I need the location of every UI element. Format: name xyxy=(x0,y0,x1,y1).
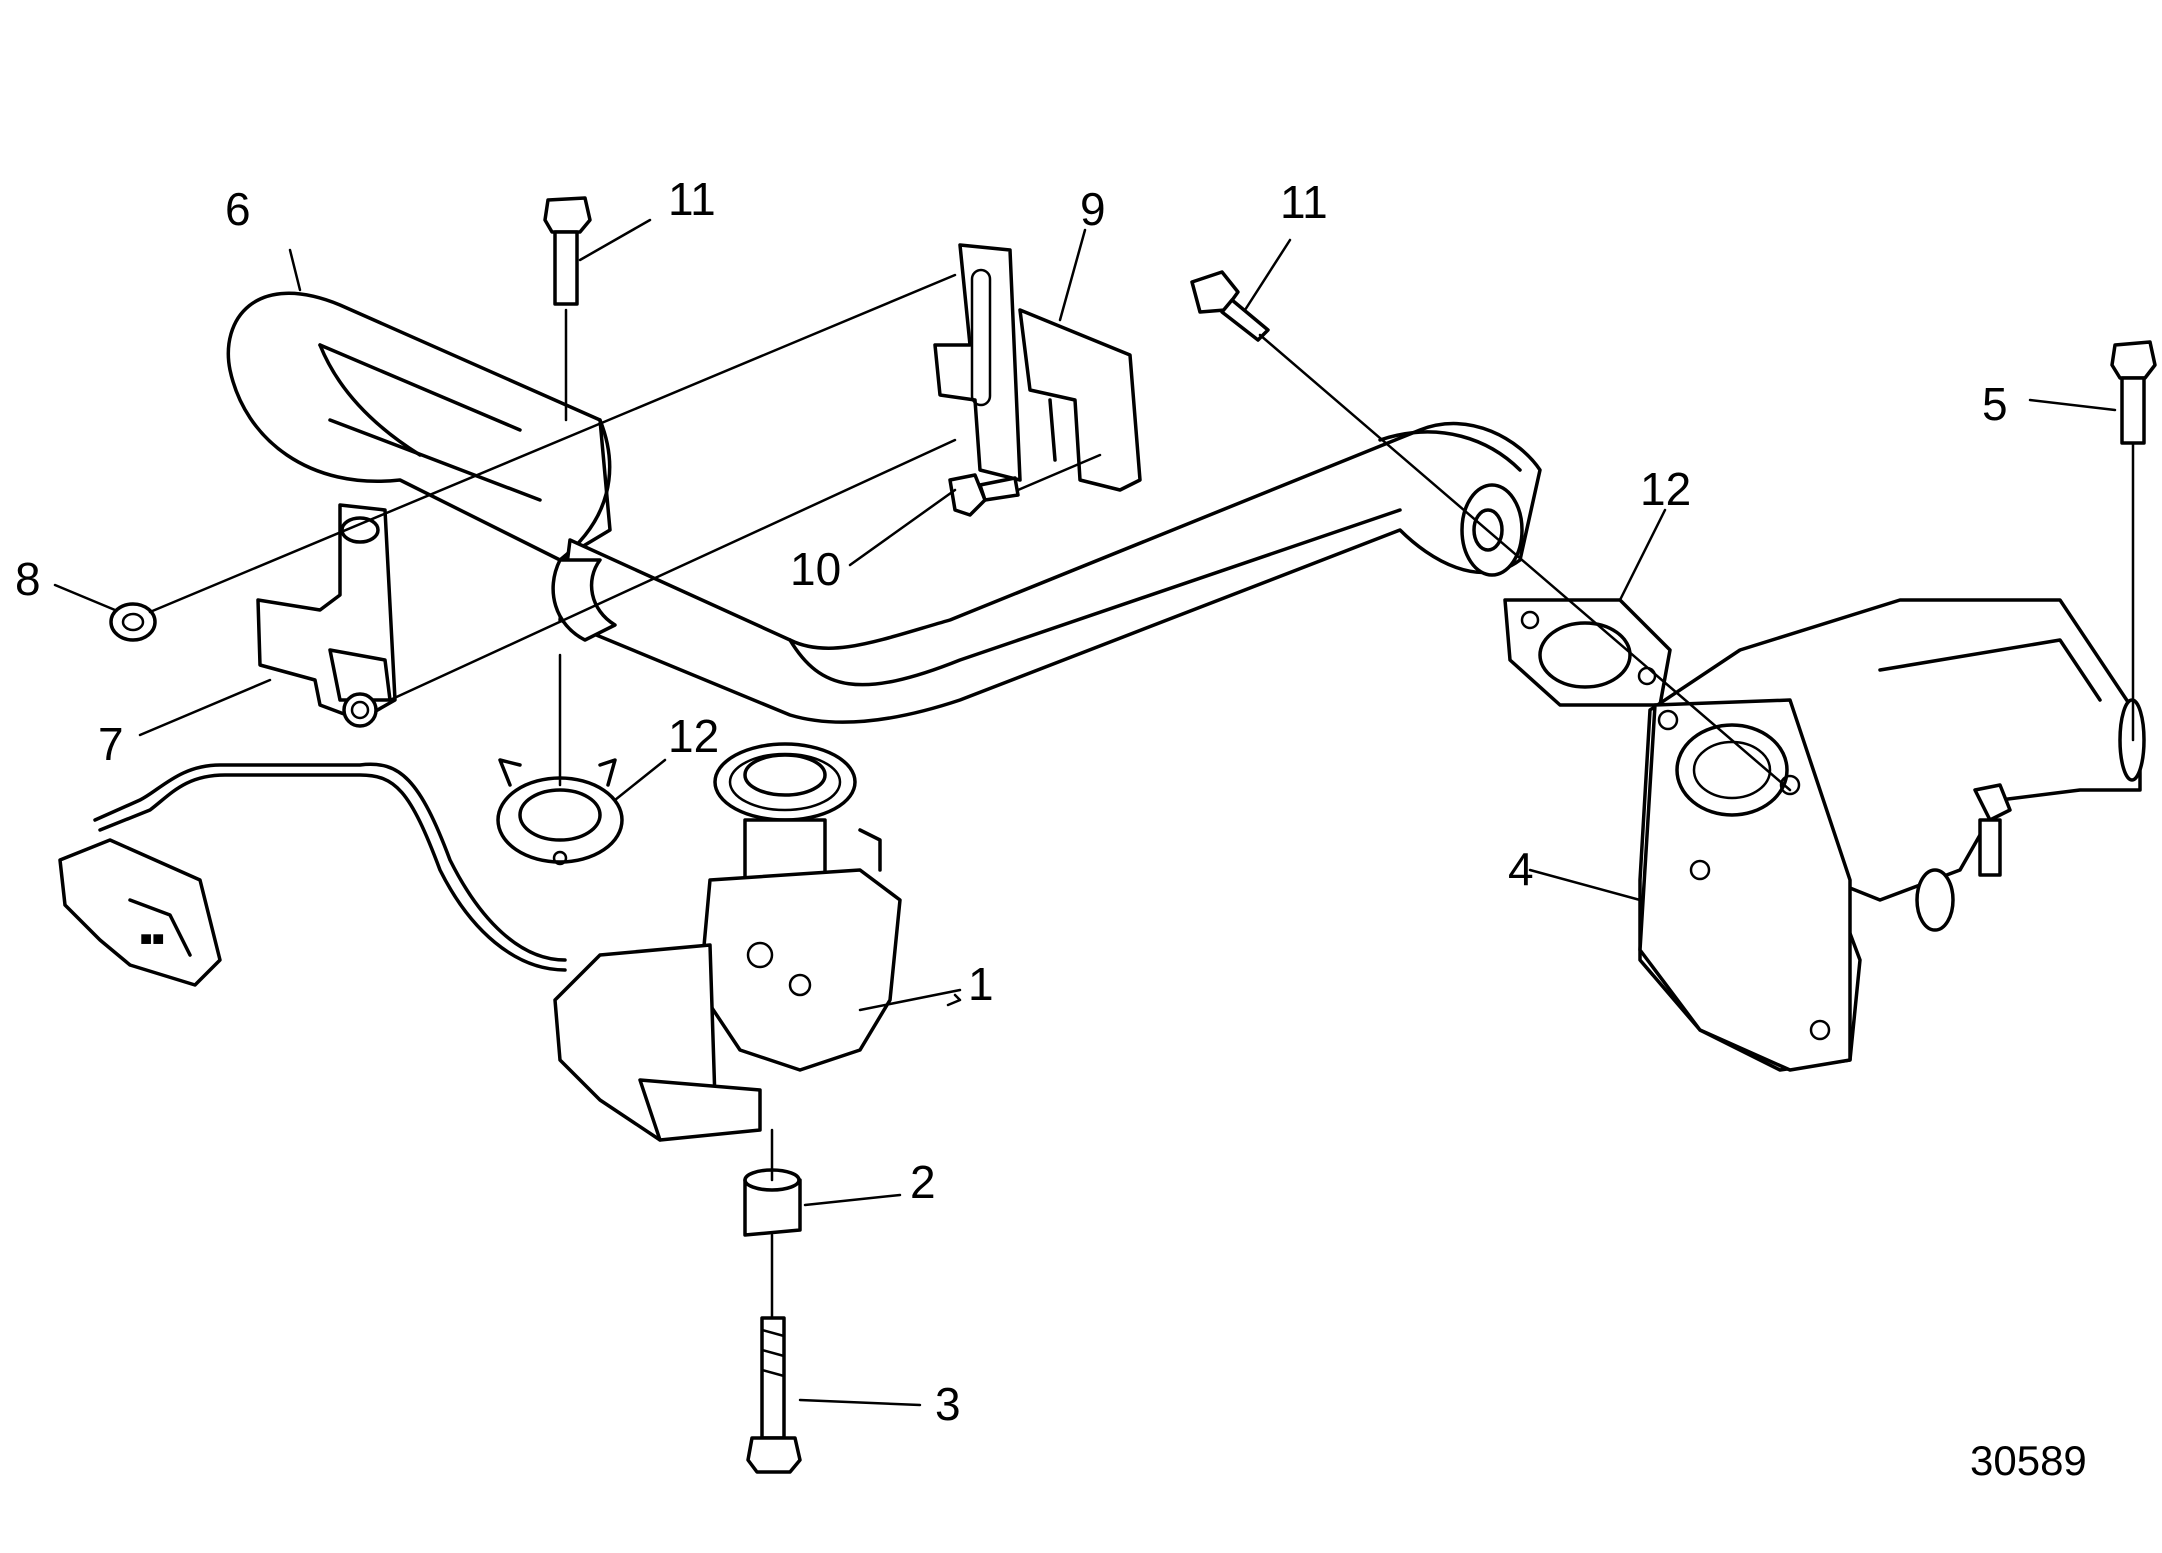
connector-marking: ■■ xyxy=(140,928,164,950)
callout-11-left: 11 xyxy=(668,173,716,225)
part-11-bolt-left xyxy=(543,196,592,306)
callout-12-right: 12 xyxy=(1640,463,1691,515)
part-9-bracket xyxy=(933,243,1142,492)
figure-number: 30589 xyxy=(1970,1437,2087,1484)
part-5-bolt xyxy=(2110,340,2157,445)
callout-10: 10 xyxy=(790,543,841,595)
temperature-sensor-harness: ■■ xyxy=(58,762,567,987)
callout-11-right: 11 xyxy=(1280,176,1328,228)
part-8-nut xyxy=(109,602,157,642)
callout-4: 4 xyxy=(1508,843,1534,895)
part-12-gasket-left xyxy=(496,758,624,866)
part-4-outlet-housing xyxy=(1638,598,2146,1072)
part-6-hose xyxy=(226,291,612,562)
callouts: 1 2 3 4 5 6 7 8 9 10 11 11 12 12 30589 xyxy=(15,173,2087,1484)
callout-3: 3 xyxy=(935,1378,961,1430)
callout-2: 2 xyxy=(910,1156,936,1208)
part-10-bolt xyxy=(948,473,1020,517)
callout-12-left: 12 xyxy=(668,710,719,762)
main-coolant-tube xyxy=(551,421,1542,724)
leader-lines xyxy=(53,218,2117,1407)
callout-6: 6 xyxy=(225,183,251,235)
part-3-bolt xyxy=(746,1316,802,1474)
part-11-bolt-right xyxy=(1190,270,1270,342)
callout-5: 5 xyxy=(1982,378,2008,430)
callout-7: 7 xyxy=(98,718,124,770)
callout-8: 8 xyxy=(15,553,41,605)
callout-9: 9 xyxy=(1080,183,1106,235)
callout-1: 1 xyxy=(968,958,994,1010)
part-1-thermostat-housing xyxy=(553,742,902,1142)
alignment-lines xyxy=(148,273,2135,1320)
part-12-gasket-right xyxy=(1503,598,1672,707)
